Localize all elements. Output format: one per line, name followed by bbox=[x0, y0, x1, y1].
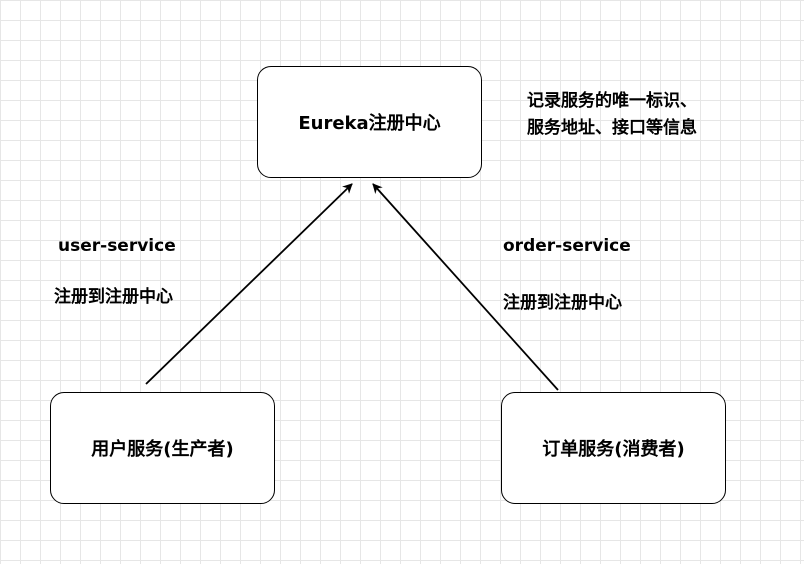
arrow-consumer-to-registry bbox=[372, 183, 559, 391]
order-service-node-label: 订单服务(消费者) bbox=[542, 439, 685, 460]
order-service-edge-name: order-service bbox=[503, 236, 631, 256]
order-service-node[interactable]: 订单服务(消费者) bbox=[501, 392, 726, 504]
arrow-producer-to-registry bbox=[145, 183, 353, 385]
user-service-edge-action: 注册到注册中心 bbox=[54, 287, 173, 307]
order-service-edge-action: 注册到注册中心 bbox=[503, 293, 622, 313]
eureka-registry-label: Eureka注册中心 bbox=[298, 113, 441, 134]
registry-note: 记录服务的唯一标识、 服务地址、接口等信息 bbox=[527, 88, 697, 142]
registry-note-line-1: 记录服务的唯一标识、 bbox=[527, 91, 697, 111]
registry-note-line-2: 服务地址、接口等信息 bbox=[527, 118, 697, 138]
user-service-node[interactable]: 用户服务(生产者) bbox=[50, 392, 275, 504]
user-service-node-label: 用户服务(生产者) bbox=[91, 439, 234, 460]
eureka-registry-node[interactable]: Eureka注册中心 bbox=[257, 66, 482, 178]
user-service-edge-name: user-service bbox=[58, 236, 176, 256]
